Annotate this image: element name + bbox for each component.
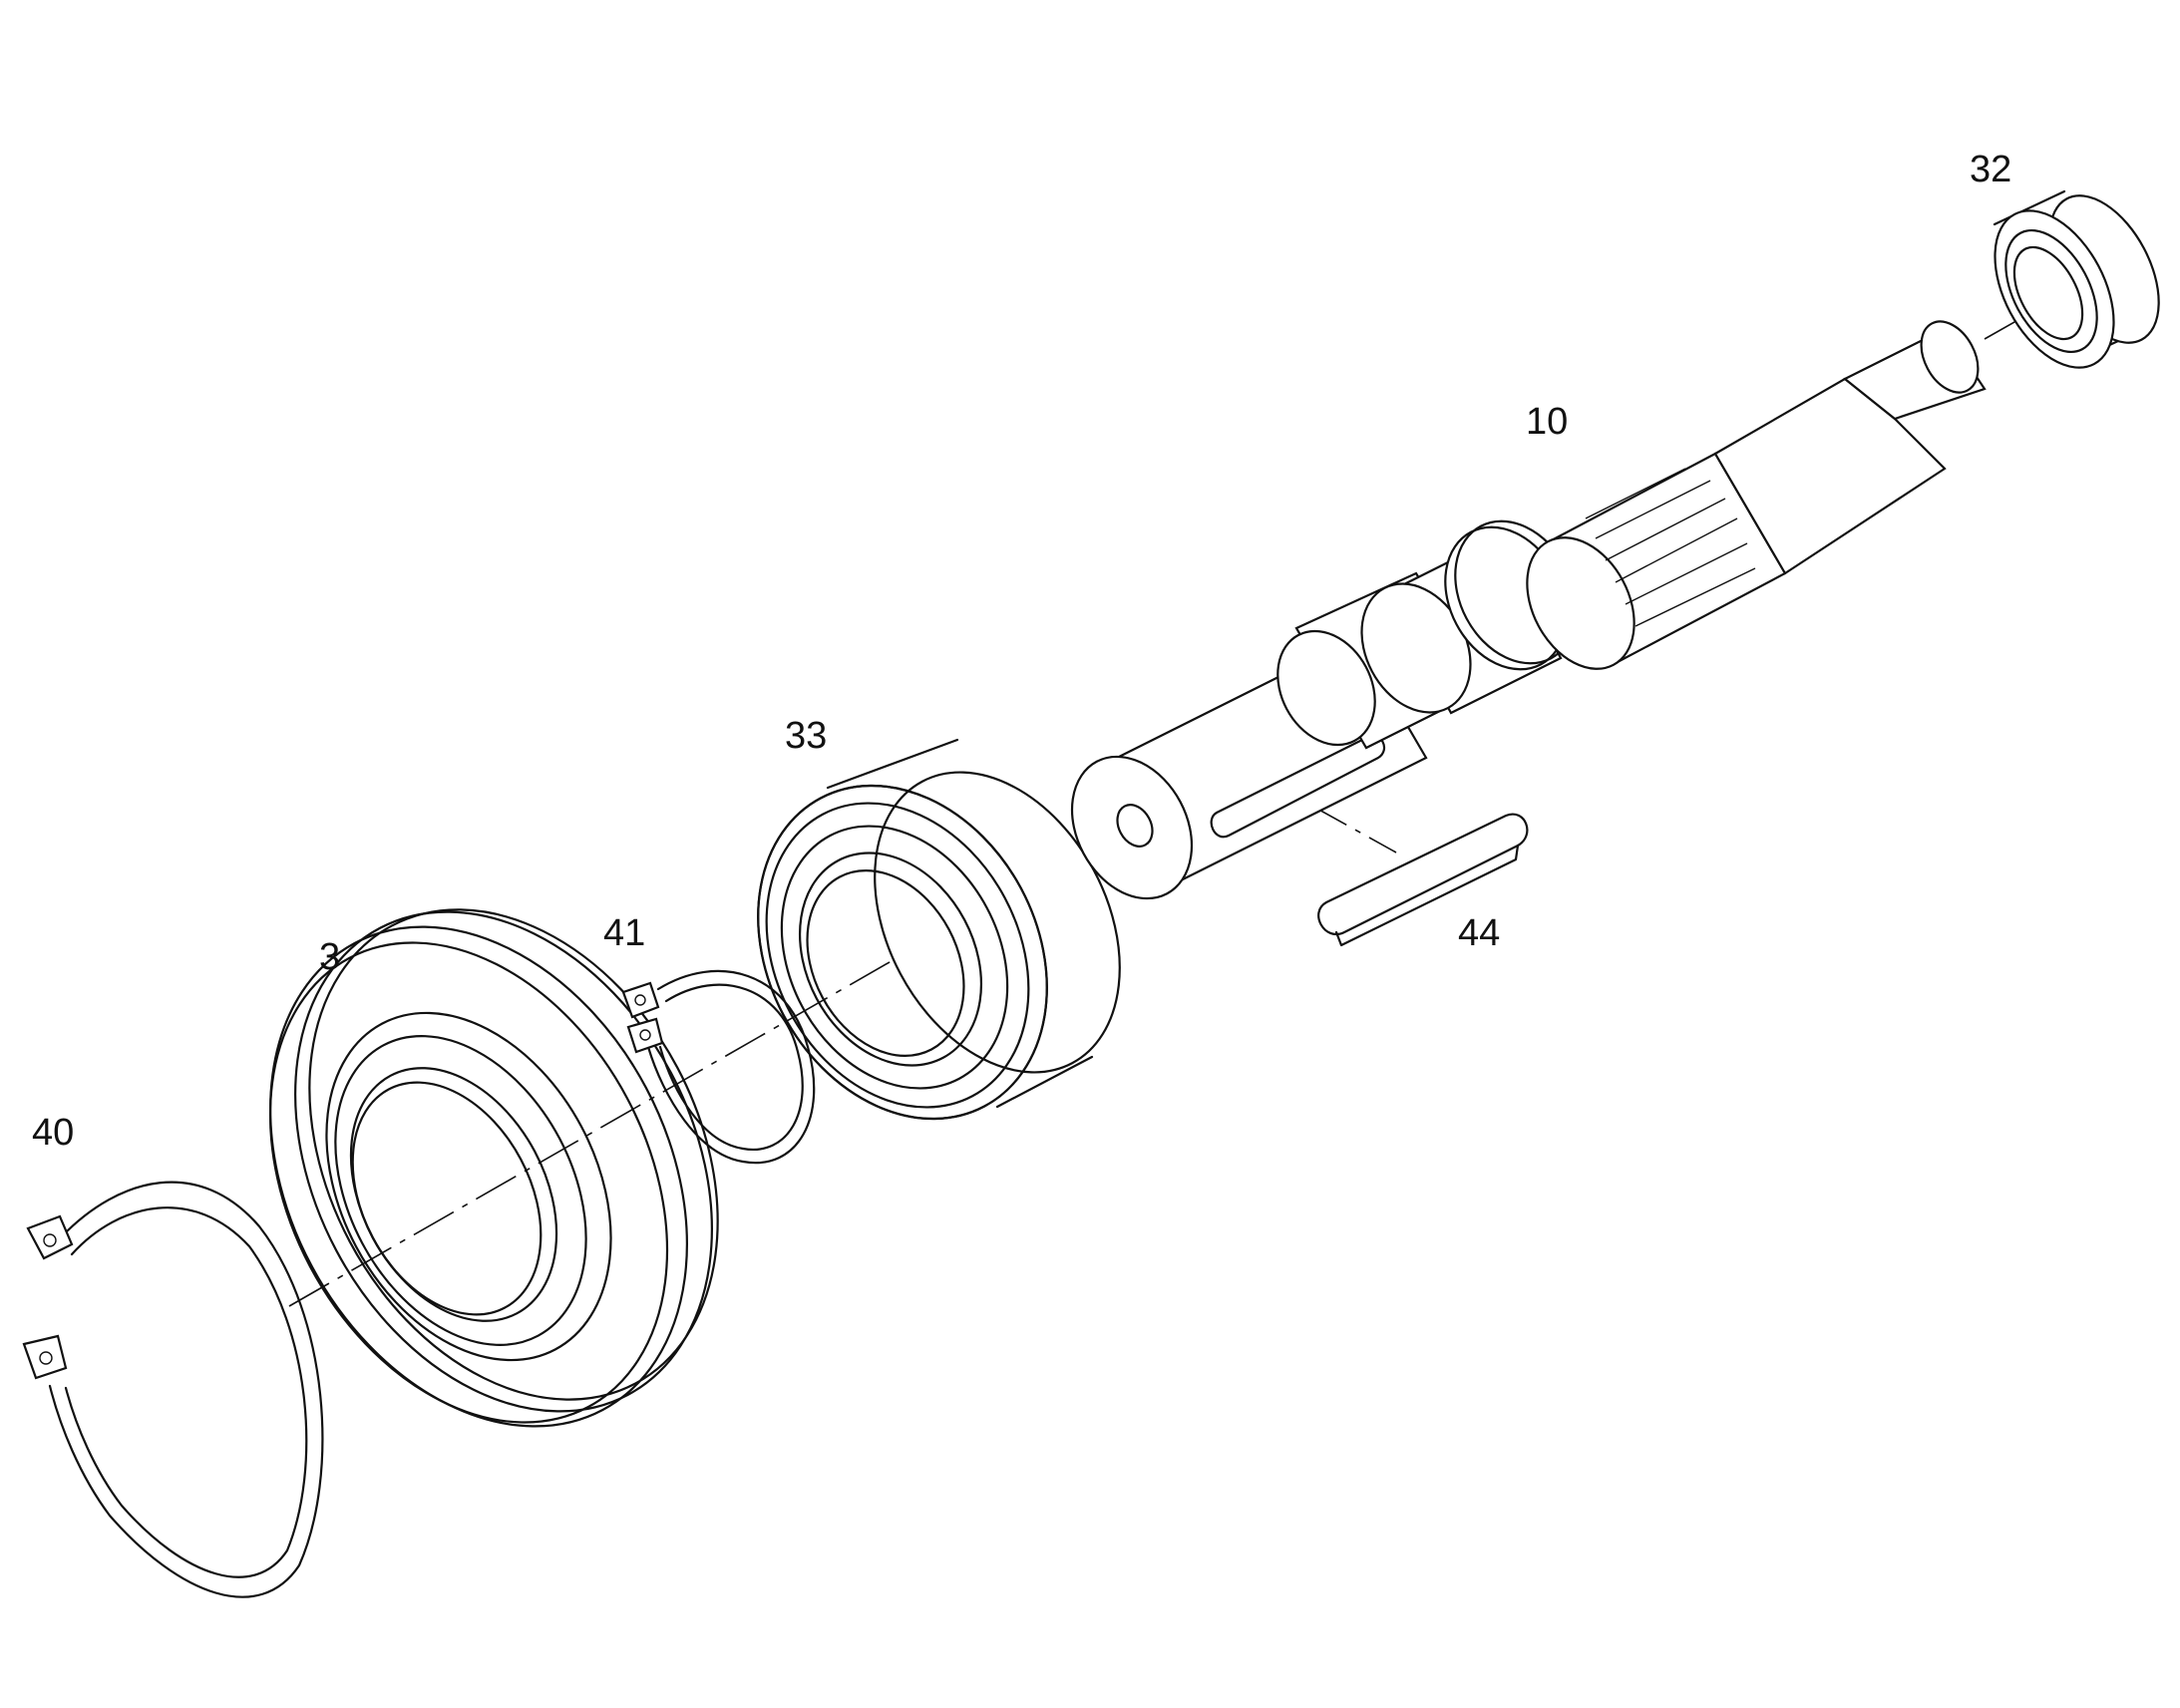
splined-shaft-10 (1070, 320, 1987, 900)
callout-3: 3 (319, 936, 340, 978)
callout-41: 41 (603, 912, 645, 954)
spline-teeth (1585, 468, 1756, 627)
shaft-seal-3 (268, 908, 719, 1428)
needle-bearing-32 (1993, 189, 2160, 369)
callout-32: 32 (1970, 149, 2011, 190)
callout-40: 40 (32, 1112, 74, 1154)
roller-bearing-33 (757, 738, 1121, 1121)
retaining-ring-40 (22, 1181, 324, 1598)
callout-10: 10 (1526, 401, 1568, 443)
callout-44: 44 (1458, 912, 1500, 954)
callout-33: 33 (785, 715, 827, 757)
retaining-ring-41 (621, 969, 816, 1165)
parallel-key-44 (1317, 813, 1529, 947)
